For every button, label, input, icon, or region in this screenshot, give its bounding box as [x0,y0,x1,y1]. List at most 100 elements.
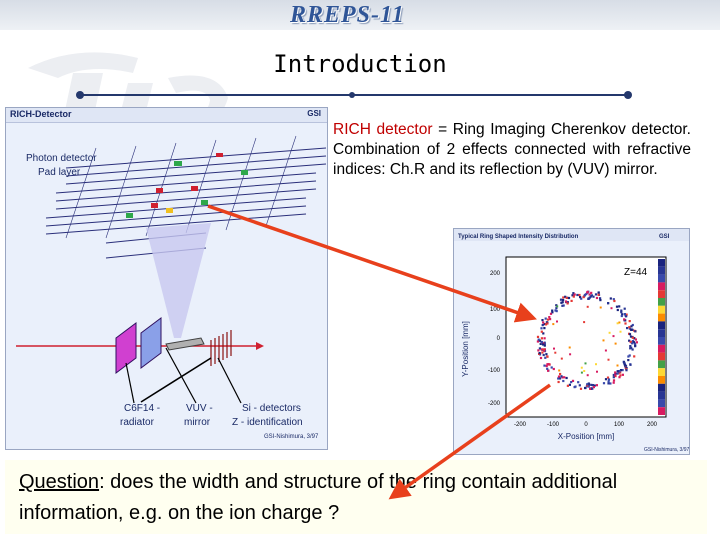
rich-figure-credit: GSI-Nishimura, 3/97 [264,434,319,440]
ring-hit [543,323,546,326]
ring-hit [591,387,594,390]
ring-hit [623,307,626,310]
ring-hit [588,293,591,296]
noise-hit [580,371,583,374]
ring-hit [579,387,583,390]
y-axis-label: Y-Position [mm] [461,321,470,377]
intensity-scale-cell [658,321,665,330]
ring-hit [632,341,636,344]
y-tick: 0 [497,336,501,342]
noise-hit [568,346,571,349]
ring-hit [631,342,634,345]
ring-hit [631,328,634,331]
ring-hit [597,291,600,294]
ring-hit [562,379,565,383]
ring-hit [621,313,624,316]
noise-hit [604,349,607,352]
ring-hit [545,353,548,356]
question-box [5,460,707,534]
ring-hit [573,293,576,296]
ring-hit [570,299,573,302]
ring-hit [631,323,634,327]
x-tick: 200 [647,422,658,428]
ring-hit [539,342,542,345]
ring-hit [551,309,554,312]
ring-hit [574,385,577,388]
noise-hit [556,320,558,323]
x-tick: -100 [547,422,560,428]
ring-hit [607,382,610,385]
conference-logo: RREPS-11 [290,2,405,28]
ring-hit [543,348,546,351]
noise-hit [616,364,619,367]
ring-hit [594,293,598,296]
ring-hit [627,355,630,358]
ring-hit [614,372,617,375]
ring-hit [623,313,626,316]
ring-hit [612,379,616,382]
ring-hit [555,304,558,307]
ring-hit [612,373,615,377]
ring-figure-credit: GSI-Nishimura, 3/97 [644,447,690,453]
ring-hit [562,298,565,302]
ring-hit [542,348,545,351]
ring-hit [545,321,548,324]
ring-hit [586,383,589,386]
ring-hit [565,376,568,380]
ring-hit [552,367,555,371]
ring-hit [619,369,623,372]
ring-hit [550,366,553,369]
noise-hit [596,370,598,373]
ring-hit [618,371,621,374]
ring-hit [628,333,632,336]
ring-hit [571,379,575,382]
ring-hit [595,384,598,387]
ring-hit [543,341,546,344]
radiator-label-2: radiator [120,417,154,428]
ring-hit [537,349,540,352]
noise-hit [612,335,615,338]
ring-hit [612,376,615,379]
ring-hit [571,294,574,297]
ring-hit [542,321,545,324]
ring-hit [578,384,581,387]
ring-hit [564,300,568,303]
ring-hit [541,324,544,327]
ring-hit [625,313,628,316]
ring-hit [540,340,543,344]
ring-hit [547,369,550,372]
ring-hit [549,312,553,315]
ring-hit [633,337,636,340]
intensity-scale-cell [658,313,665,322]
ring-hit [620,309,623,312]
ring-hit [541,351,544,354]
ring-hit [540,337,543,340]
noise-hit [552,323,555,326]
question-body: : does the width and structure of the ri… [19,471,618,524]
ring-hit [566,301,569,304]
ring-hit [565,296,568,299]
noise-hit [560,357,563,360]
intensity-scale-cell [658,391,665,400]
slide-title: Introduction [273,50,447,78]
noise-hit [583,321,586,324]
ring-hit [549,318,552,321]
ring-hit [625,369,628,372]
ring-hit [546,318,549,321]
ring-hit [551,311,554,314]
ring-hit [620,314,623,318]
intensity-scale-cell [658,352,665,361]
ring-hit [580,297,583,300]
arrow-pad-to-ring [207,204,537,323]
noise-hit [610,307,613,310]
ring-hit [629,347,632,350]
ring-hit [616,308,619,312]
ring-hit [616,372,619,375]
ring-hit [536,340,539,343]
intensity-scale-cell [658,399,665,408]
ring-hit [537,338,540,341]
intensity-scale-cell [658,344,665,353]
ring-hit [545,364,548,368]
rich-detector-figure: RICH-Detector GSI [5,107,328,450]
